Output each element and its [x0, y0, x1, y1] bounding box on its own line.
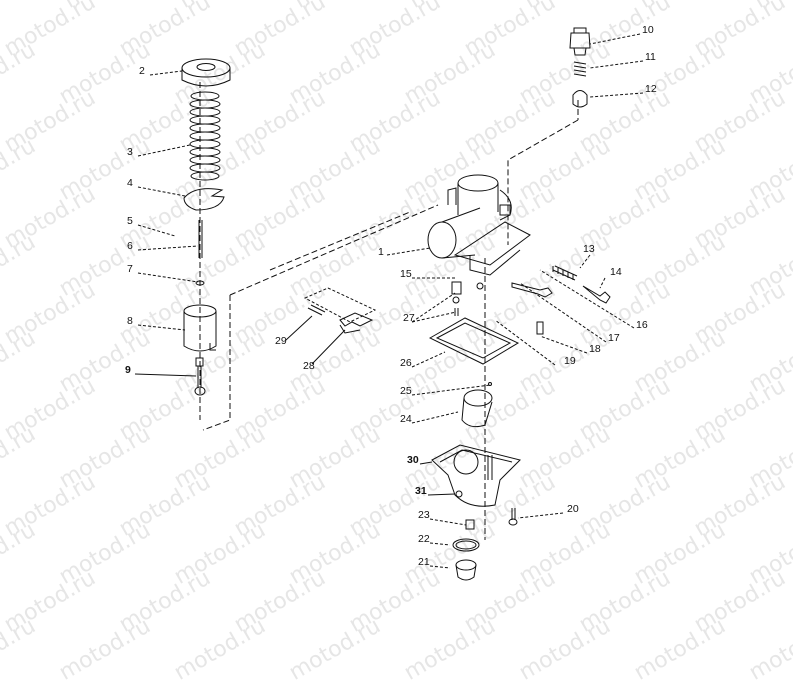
callout-24-float: 24: [400, 413, 412, 425]
callout-2-top-cap: 2: [139, 65, 145, 77]
watermark-text: motod.ru: [400, 613, 500, 686]
callout-1-carburetor-body: 1: [378, 246, 384, 258]
callout-22-o-ring: 22: [418, 533, 430, 545]
watermark-text: motod.ru: [285, 613, 385, 686]
callout-12-adjuster-nut: 12: [645, 83, 657, 95]
callout-21-drain-plug: 21: [418, 556, 430, 568]
callout-26-float-bowl-gasket: 26: [400, 357, 412, 369]
parts-drawing: [134, 27, 644, 581]
watermark-text: motod.ru: [55, 613, 155, 686]
callout-31-bowl-screw: 31: [415, 485, 427, 497]
callout-17-pilot-screw-spring: 17: [608, 332, 620, 344]
callout-28-float-arm: 28: [303, 360, 315, 372]
callout-11-adjuster-spring: 11: [645, 51, 656, 63]
watermark-text: motod.ru: [745, 613, 793, 686]
callout-5-e-clip: 5: [127, 215, 133, 227]
callout-9-needle-jet: 9: [125, 364, 131, 376]
callout-16-pilot-air-screw: 16: [636, 319, 648, 331]
watermark-text: motod.ru: [0, 613, 40, 686]
callout-3-throttle-spring: 3: [127, 146, 133, 158]
callout-23-main-jet: 23: [418, 509, 430, 521]
callout-4-retainer-plate: 4: [127, 177, 133, 189]
callout-8-throttle-valve: 8: [127, 315, 133, 327]
callout-18-pilot-jet: 18: [589, 343, 601, 355]
callout-20-drain-screw: 20: [567, 503, 579, 515]
callout-30-float-bowl: 30: [407, 454, 419, 466]
callout-7-washer: 7: [127, 263, 133, 275]
callout-13-idle-spring: 13: [583, 243, 595, 255]
callout-15-o-ring: 15: [400, 268, 412, 280]
callout-14-idle-screw: 14: [610, 266, 622, 278]
watermark-text: motod.ru: [630, 613, 730, 686]
callout-29-float-arm-pin: 29: [275, 335, 287, 347]
callout-19-washer: 19: [564, 355, 576, 367]
callout-27-needle-valve: 27: [403, 312, 415, 324]
callout-10-cable-adjuster: 10: [642, 24, 654, 36]
watermark-text: motod.ru: [170, 613, 270, 686]
callout-25-float-pin: 25: [400, 385, 412, 397]
watermark-text: motod.ru: [515, 613, 615, 686]
callout-6-jet-needle: 6: [127, 240, 133, 252]
